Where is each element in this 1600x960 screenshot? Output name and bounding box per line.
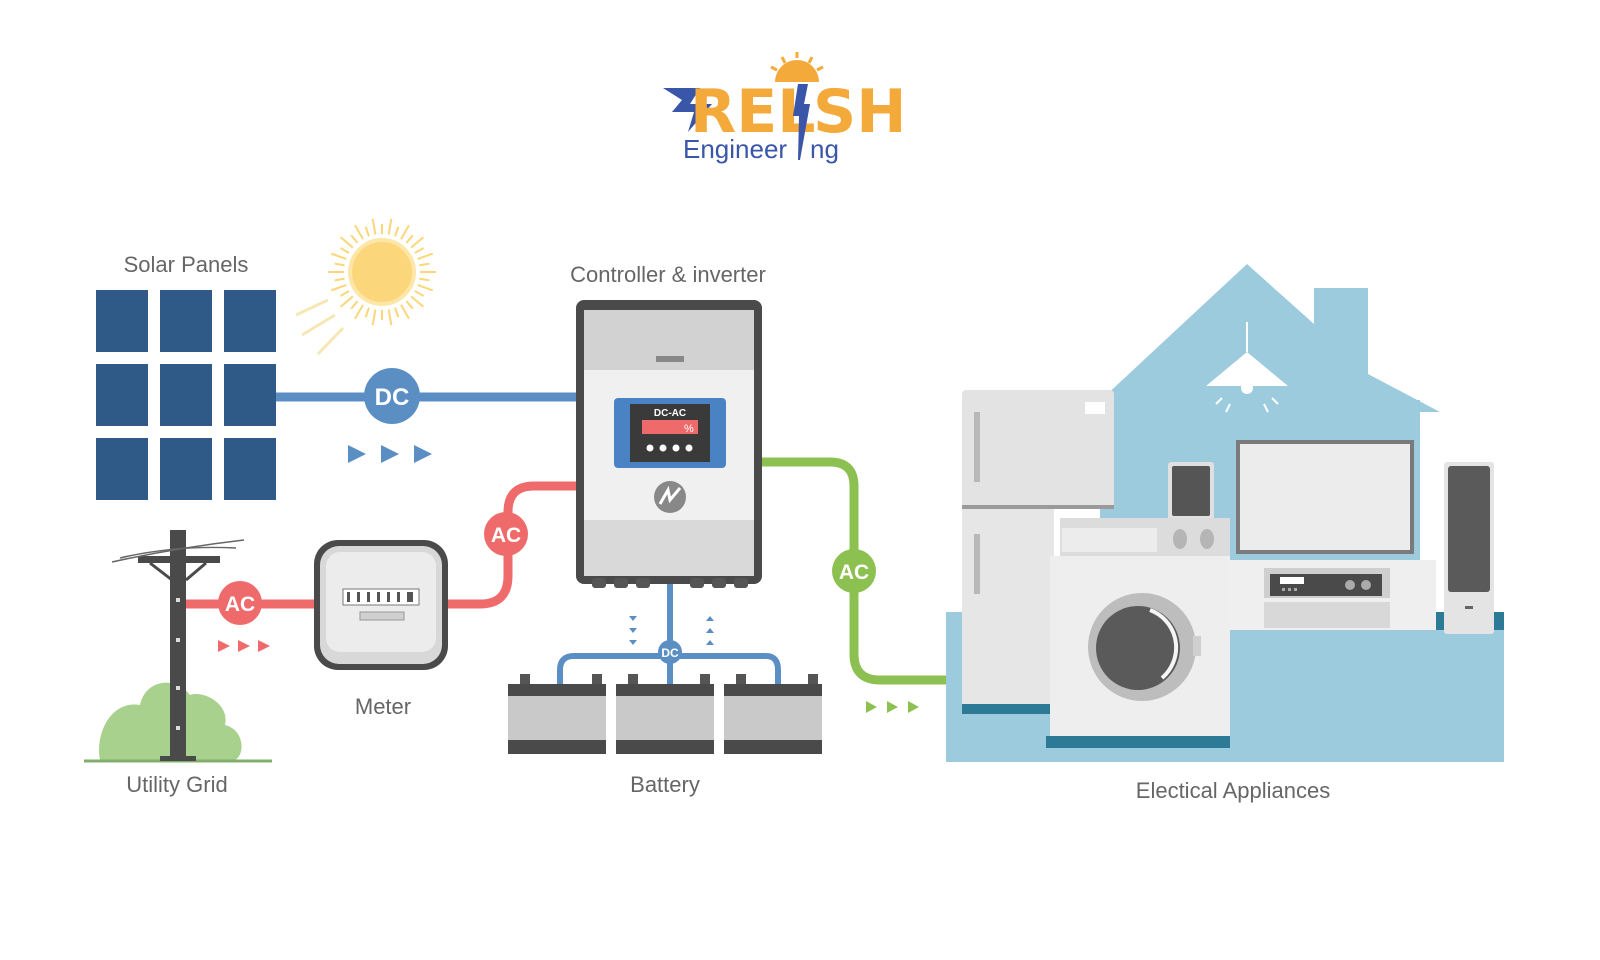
logo: REL SH Engineer ng [663,52,906,164]
sun-ray [364,307,370,318]
sun-ray [405,234,414,244]
kitchen-counter-icon [1060,462,1230,556]
sun-ray [400,224,410,240]
sun-ray [419,262,430,267]
sun-ray [354,224,364,240]
logo-brand-right: SH [813,77,906,147]
speaker-icon [1444,462,1494,634]
sun-ray [350,300,359,310]
controller-label: Controller & inverter [570,262,766,287]
sun-ray [350,234,359,244]
battery-icon [616,674,714,754]
logo-subtitle-right: ng [810,134,839,164]
logo-bolt-icon [663,88,712,132]
svg-text:AC: AC [225,593,255,616]
sun-ray [371,218,377,235]
sun-ray [339,236,354,249]
sun-ray [387,309,393,326]
sun-ray [334,277,345,282]
svg-text:AC: AC [491,524,521,547]
sun-ray [419,277,430,282]
sun-icon [295,218,436,356]
sun-ray [410,236,425,249]
ac-badge-output: AC [832,549,876,593]
meter-digit [377,592,380,602]
sun-ray [414,290,425,297]
electric-meter-icon [314,540,448,670]
meter-digit [397,592,400,602]
sun-ray [387,218,393,235]
solar-panels-label: Solar Panels [124,252,249,277]
logo-subtitle-left: Engineer [683,134,787,164]
sun-ray [339,247,350,254]
ac-badge-grid: AC [218,581,262,625]
flow-arrows-output [866,701,919,713]
logo-pillar-bolt-icon [793,84,810,160]
meter-digit [407,592,413,602]
sun-ray [414,247,425,254]
logo-sun-icon [770,52,824,82]
sun-ray [417,252,434,260]
utility-grid-label: Utility Grid [126,772,227,797]
solar-panel-array [96,290,276,500]
inverter-unit: DC-AC % [576,300,762,588]
battery-icon [724,674,822,754]
svg-text:DC: DC [375,384,410,411]
sun-ray [394,307,400,318]
ceiling-lamp-icon [1206,322,1288,413]
sun-ray [405,300,414,310]
meter-digit [347,592,350,602]
battery-bank [508,674,822,754]
sun-ray [339,295,354,308]
flow-arrows-dc [348,445,432,463]
inverter-readout: % [684,423,694,435]
battery-label: Battery [630,772,700,797]
flow-arrows-grid [218,640,270,652]
meter-label: Meter [355,694,411,719]
svg-text:AC: AC [839,561,869,584]
inverter-bolt-icon [654,481,686,513]
dc-badge-solar: DC [364,368,420,424]
sun-ray [354,304,364,320]
appliances-label: Electical Appliances [1136,778,1330,803]
sun-ray [339,290,350,297]
television-icon [1230,440,1436,630]
sun-ray [330,284,347,292]
sun-ray [364,226,370,237]
sun-ray [410,295,425,308]
sun-ray [394,226,400,237]
ac-badge-meter: AC [484,512,528,556]
svg-text:DC: DC [661,646,679,660]
utility-pole-icon [84,530,272,763]
sun-ray [371,309,377,326]
flow-arrows-battery [629,616,714,645]
meter-digit [367,592,370,602]
battery-icon [508,674,606,754]
meter-digit [387,592,390,602]
sun-ray [417,284,434,292]
inverter-mode-text: DC-AC [654,408,686,419]
dc-badge-battery: DC [658,640,682,664]
refrigerator-icon [962,390,1114,714]
sun-ray [400,304,410,320]
sun-ray [334,262,345,267]
washing-machine-icon [1046,556,1230,748]
meter-digit [357,592,360,602]
sun-ray [330,252,347,260]
